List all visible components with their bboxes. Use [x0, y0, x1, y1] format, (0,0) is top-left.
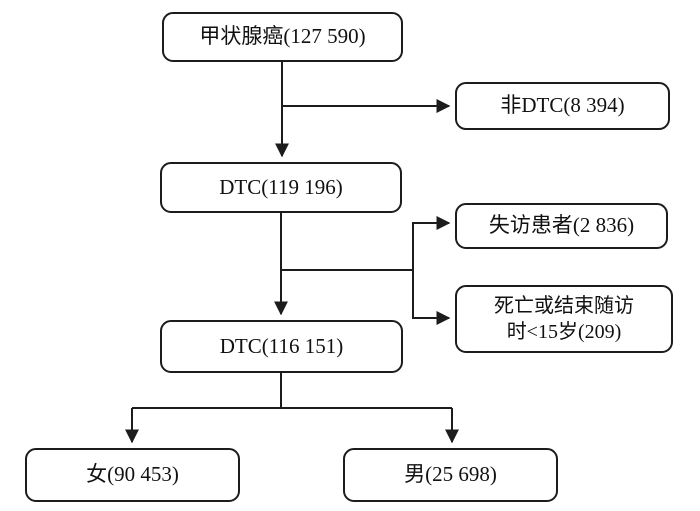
node-death-label-line1: 死亡或结束随访 — [494, 295, 634, 317]
node-female: 女(90 453) — [25, 448, 240, 502]
node-dtc-initial-label: DTC(119 196) — [219, 174, 343, 199]
node-dtc-final-label: DTC(116 151) — [219, 333, 344, 358]
node-death-label-line2: 时<15岁(209) — [506, 321, 622, 343]
node-non-dtc-label: 非DTC(8 394) — [500, 93, 625, 118]
node-lost-followup-label: 失访患者(2 836) — [488, 213, 635, 238]
node-death-or-end-followup: 死亡或结束随访 时<15岁(209) — [455, 285, 673, 353]
node-female-label: 女(90 453) — [86, 462, 179, 487]
node-lost-followup: 失访患者(2 836) — [455, 203, 668, 249]
node-thyroid-cancer-label: 甲状腺癌(127 590) — [199, 24, 366, 49]
node-non-dtc: 非DTC(8 394) — [455, 82, 670, 130]
node-dtc-initial: DTC(119 196) — [160, 162, 402, 213]
node-dtc-final: DTC(116 151) — [160, 320, 403, 373]
node-male-label: 男(25 698) — [404, 462, 497, 487]
node-thyroid-cancer: 甲状腺癌(127 590) — [162, 12, 403, 62]
node-male: 男(25 698) — [343, 448, 558, 502]
